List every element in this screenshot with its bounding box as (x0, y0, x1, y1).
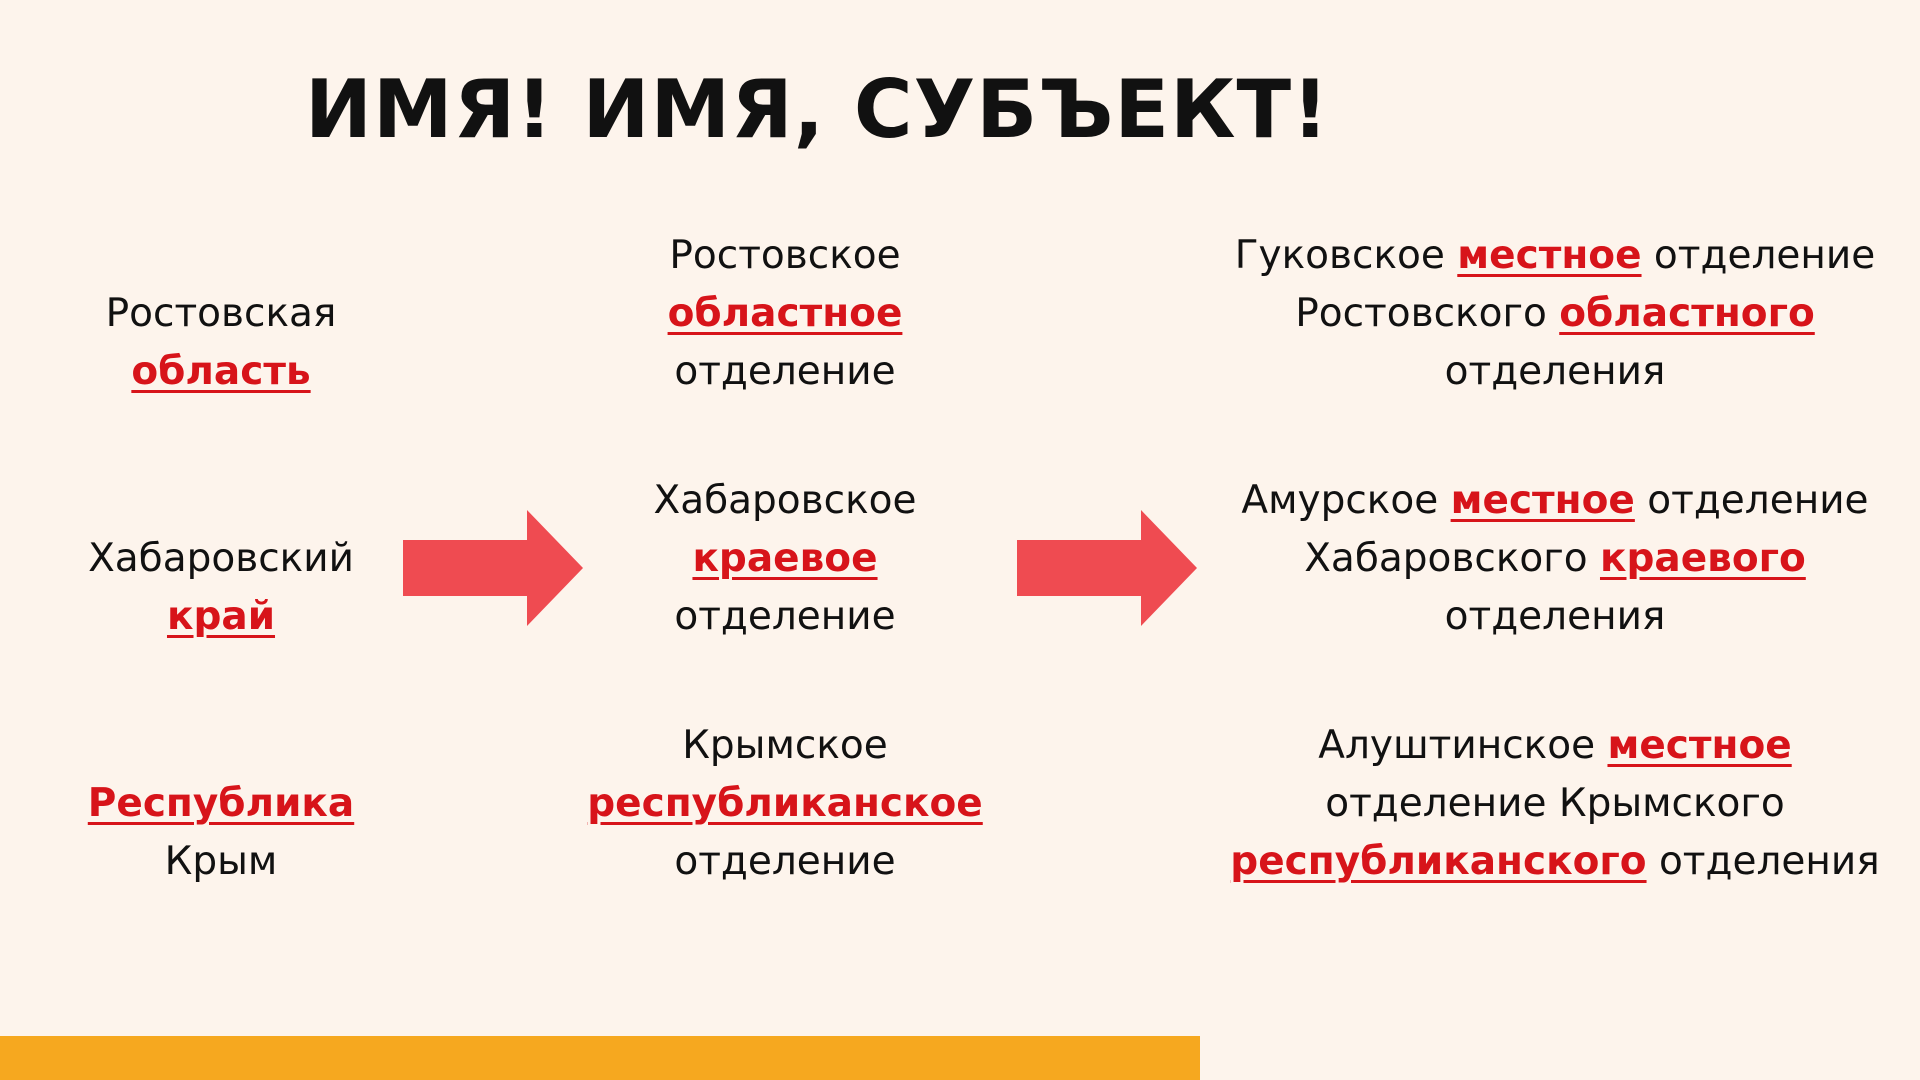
text-segment: Хабаровское (653, 478, 917, 523)
text-line: Алуштинское местное (1195, 717, 1915, 775)
regional-cell-1: Ростовское областное отделение (560, 227, 1010, 401)
text-line: Ростовское (560, 227, 1010, 285)
text-line: Ростовская (56, 285, 386, 343)
text-segment: отделение Крымского (1325, 781, 1785, 826)
text-segment: отделения (1646, 839, 1880, 884)
text-line: Республика (56, 775, 386, 833)
text-segment: отделение (1634, 478, 1869, 523)
text-line: область (56, 343, 386, 401)
text-segment: Крымское (682, 723, 888, 768)
text-line: отделения (1195, 588, 1915, 646)
regional-cell-3: Крымское республиканское отделение (560, 717, 1010, 891)
highlighted-term: Республика (87, 781, 355, 826)
text-line: Хабаровское (560, 472, 1010, 530)
highlighted-term: область (131, 349, 311, 394)
text-segment: отделение (1641, 233, 1876, 278)
subject-cell-2: Хабаровский край (56, 530, 386, 646)
right-arrow-icon (1017, 510, 1197, 626)
bottom-accent-bar (0, 1036, 1200, 1080)
highlighted-term: местное (1450, 478, 1635, 523)
text-segment: Амурское (1241, 478, 1451, 523)
highlighted-term: местное (1607, 723, 1792, 768)
text-line: областное (560, 285, 1010, 343)
text-segment: отделение (674, 594, 896, 639)
text-line: отделение (560, 343, 1010, 401)
slide-title: ИМЯ! ИМЯ, СУБЪЕКТ! (305, 63, 1330, 156)
text-segment: отделения (1444, 349, 1666, 394)
text-line: республиканского отделения (1195, 833, 1915, 891)
highlighted-term: краевое (692, 536, 878, 581)
text-segment: Ростовская (105, 291, 337, 336)
highlighted-term: областного (1559, 291, 1815, 336)
text-line: край (56, 588, 386, 646)
text-segment: Ростовское (669, 233, 901, 278)
text-line: республиканское (560, 775, 1010, 833)
text-line: отделение (560, 588, 1010, 646)
text-line: краевое (560, 530, 1010, 588)
text-line: Ростовского областного (1195, 285, 1915, 343)
subject-cell-1: Ростовская область (56, 285, 386, 401)
text-line: отделение (560, 833, 1010, 891)
text-segment: Хабаровский (88, 536, 354, 581)
text-line: Гуковское местное отделение (1195, 227, 1915, 285)
text-segment: отделения (1444, 594, 1666, 639)
text-line: отделение Крымского (1195, 775, 1915, 833)
text-segment: Хабаровского (1304, 536, 1600, 581)
text-segment: Гуковское (1234, 233, 1458, 278)
highlighted-term: республиканского (1230, 839, 1647, 884)
text-line: отделения (1195, 343, 1915, 401)
highlighted-term: край (166, 594, 276, 639)
text-segment: отделение (674, 839, 896, 884)
regional-cell-2: Хабаровское краевое отделение (560, 472, 1010, 646)
highlighted-term: местное (1457, 233, 1642, 278)
highlighted-term: краевого (1599, 536, 1806, 581)
text-segment: отделение (674, 349, 896, 394)
right-arrow-icon (403, 510, 583, 626)
text-segment: Ростовского (1295, 291, 1560, 336)
text-segment: Крым (164, 839, 278, 884)
text-line: Крым (56, 833, 386, 891)
highlighted-term: областное (667, 291, 903, 336)
text-segment: Алуштинское (1318, 723, 1608, 768)
text-line: Крымское (560, 717, 1010, 775)
local-cell-3: Алуштинское местное отделение Крымского ре… (1195, 717, 1915, 891)
highlighted-term: республиканское (587, 781, 983, 826)
text-line: Хабаровский (56, 530, 386, 588)
text-line: Хабаровского краевого (1195, 530, 1915, 588)
text-line: Амурское местное отделение (1195, 472, 1915, 530)
